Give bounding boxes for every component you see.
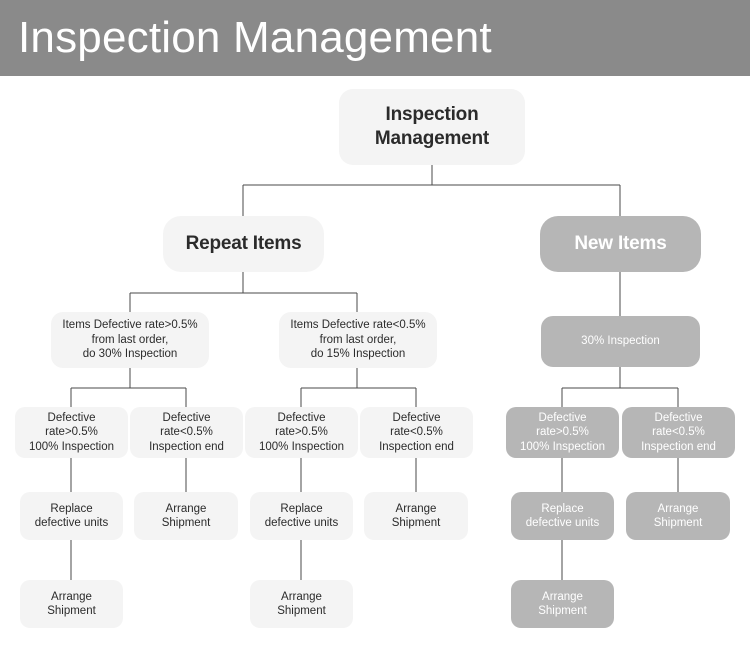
node-rl-defective-fail[interactable]: Defective rate>0.5% 100% Inspection <box>245 407 358 458</box>
node-label-line-3: do 15% Inspection <box>310 348 406 361</box>
node-label-line-2: Inspection end <box>149 440 224 453</box>
node-label-line-1: Arrange Shipment <box>161 502 211 529</box>
node-label-line-2: Management <box>374 128 490 149</box>
node-new-items[interactable]: New Items <box>540 216 701 272</box>
node-repeat-high-defect-rule[interactable]: Items Defective rate>0.5% from last orde… <box>51 312 209 368</box>
node-label-line-1: Arrange Shipment <box>47 590 96 617</box>
node-label: Replace defective units <box>26 502 117 531</box>
node-repeat-low-defect-rule[interactable]: Items Defective rate<0.5% from last orde… <box>279 312 437 368</box>
node-label-line-1: Replace <box>50 502 93 515</box>
node-label: Arrange Shipment <box>140 502 232 531</box>
page-title: Inspection Management <box>18 13 492 62</box>
node-label: Items Defective rate<0.5% from last orde… <box>285 318 431 361</box>
header-banner: Inspection Management <box>0 0 750 76</box>
node-label-line-2: 100% Inspection <box>258 440 345 453</box>
node-new-defective-fail[interactable]: Defective rate>0.5% 100% Inspection <box>506 407 619 458</box>
node-label: Arrange Shipment <box>256 590 347 619</box>
node-label-line-1: Items Defective rate<0.5% <box>290 319 426 332</box>
node-label-line-1: Arrange Shipment <box>277 590 326 617</box>
node-label-line-1: Replace <box>541 502 584 515</box>
node-label-line-1: Defective rate<0.5% <box>390 411 443 439</box>
node-rh-replace-defective-units[interactable]: Replace defective units <box>20 492 123 540</box>
node-label-line-2: defective units <box>34 517 109 529</box>
node-label-line-3: do 30% Inspection <box>82 348 178 361</box>
node-rh-arrange-shipment[interactable]: Arrange Shipment <box>134 492 238 540</box>
node-label-line-2: 100% Inspection <box>519 440 606 453</box>
node-label: Defective rate<0.5% Inspection end <box>628 411 729 454</box>
node-label: Arrange Shipment <box>26 590 117 619</box>
node-new-30-percent-inspection[interactable]: 30% Inspection <box>541 316 700 367</box>
node-label-line-1: Arrange Shipment <box>653 502 703 529</box>
node-label-line-1: Defective rate<0.5% <box>652 411 705 439</box>
node-label-line-1: 30% Inspection <box>581 335 660 348</box>
node-label-line-1: Items Defective rate>0.5% <box>62 319 198 332</box>
node-label: Items Defective rate>0.5% from last orde… <box>57 318 203 361</box>
node-label-line-1: Arrange Shipment <box>538 590 587 617</box>
node-label-line-2: Inspection end <box>379 440 454 453</box>
node-label-line-1: Defective rate<0.5% <box>160 411 213 439</box>
node-label-line-1: Inspection <box>385 104 479 126</box>
node-label-line-2: from last order, <box>319 333 397 346</box>
node-label: Arrange Shipment <box>632 502 724 531</box>
node-label: Defective rate>0.5% 100% Inspection <box>21 411 122 454</box>
node-rh-defective-fail[interactable]: Defective rate>0.5% 100% Inspection <box>15 407 128 458</box>
node-label-line-2: defective units <box>525 517 600 529</box>
node-label-line-1: Repeat Items <box>185 233 302 255</box>
node-label-line-1: New Items <box>574 233 667 255</box>
node-label: Arrange Shipment <box>517 590 608 619</box>
node-new-replace-defective-units[interactable]: Replace defective units <box>511 492 614 540</box>
node-label: Defective rate<0.5% Inspection end <box>136 411 237 454</box>
node-new-arrange-shipment-final[interactable]: Arrange Shipment <box>511 580 614 628</box>
node-label: Replace defective units <box>517 502 608 531</box>
node-label: 30% Inspection <box>547 334 694 348</box>
node-label-line-1: Defective rate>0.5% <box>536 411 589 439</box>
node-label-line-1: Replace <box>280 502 323 515</box>
node-label-line-1: Defective rate>0.5% <box>275 411 328 439</box>
node-label: New Items <box>546 232 695 256</box>
node-repeat-items[interactable]: Repeat Items <box>163 216 324 272</box>
node-label-line-2: 100% Inspection <box>28 440 115 453</box>
node-label: Defective rate<0.5% Inspection end <box>366 411 467 454</box>
node-label: Arrange Shipment <box>370 502 462 531</box>
node-rl-defective-pass[interactable]: Defective rate<0.5% Inspection end <box>360 407 473 458</box>
node-label: Defective rate>0.5% 100% Inspection <box>512 411 613 454</box>
node-label: Defective rate>0.5% 100% Inspection <box>251 411 352 454</box>
node-label-line-2: Inspection end <box>641 440 716 453</box>
node-new-arrange-shipment[interactable]: Arrange Shipment <box>626 492 730 540</box>
node-rh-defective-pass[interactable]: Defective rate<0.5% Inspection end <box>130 407 243 458</box>
diagram-canvas: Inspection Management Repeat Items New I… <box>0 76 750 647</box>
node-rl-arrange-shipment[interactable]: Arrange Shipment <box>364 492 468 540</box>
node-label: Replace defective units <box>256 502 347 531</box>
node-new-defective-pass[interactable]: Defective rate<0.5% Inspection end <box>622 407 735 458</box>
node-rl-replace-defective-units[interactable]: Replace defective units <box>250 492 353 540</box>
node-label-line-1: Arrange Shipment <box>391 502 441 529</box>
node-label-line-2: from last order, <box>91 333 169 346</box>
node-inspection-management[interactable]: Inspection Management <box>339 89 525 165</box>
node-rl-arrange-shipment-final[interactable]: Arrange Shipment <box>250 580 353 628</box>
node-label: Repeat Items <box>169 232 318 256</box>
node-label-line-1: Defective rate>0.5% <box>45 411 98 439</box>
node-label-line-2: defective units <box>264 517 339 529</box>
node-label: Inspection Management <box>345 103 519 151</box>
node-rh-arrange-shipment-final[interactable]: Arrange Shipment <box>20 580 123 628</box>
